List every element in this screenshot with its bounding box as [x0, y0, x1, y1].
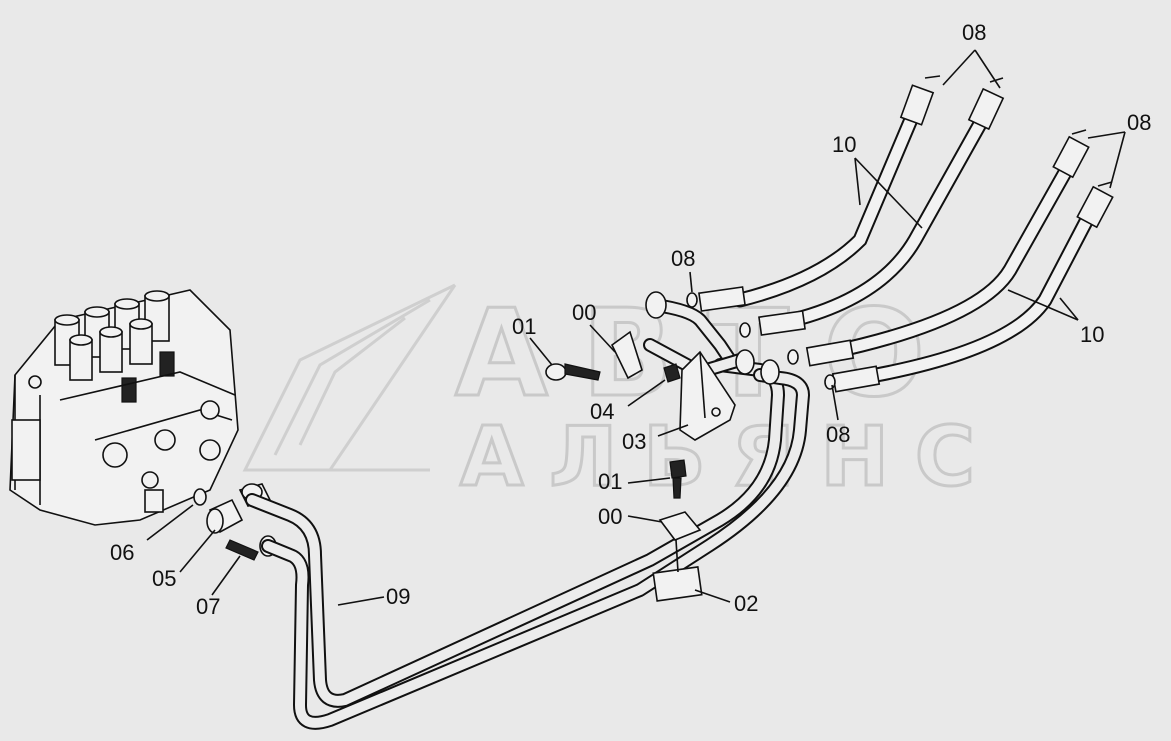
- callout-02: 02: [734, 591, 758, 616]
- callout-00-lower: 00: [598, 504, 622, 529]
- callout-10-top: 10: [832, 132, 856, 157]
- callout-05: 05: [152, 566, 176, 591]
- control-valve-assembly: [9, 289, 239, 526]
- callout-08-mid: 08: [671, 246, 695, 271]
- watermark-chevron-icon: [242, 283, 457, 472]
- callout-08-top: 08: [962, 20, 986, 45]
- callout-00-upper: 00: [572, 300, 596, 325]
- callout-labels: 08 08 10 10 08 00 01 04 03 08 01 00 02 0…: [110, 20, 1151, 619]
- o-rings: [686, 75, 1113, 390]
- callout-10-right: 10: [1080, 322, 1104, 347]
- callout-01-upper: 01: [512, 314, 536, 339]
- support-bracket: [610, 330, 736, 602]
- hose-end-fittings: [698, 84, 1114, 393]
- valve-spools: [54, 290, 170, 381]
- callout-09: 09: [386, 584, 410, 609]
- hose-assembly: [686, 75, 1114, 393]
- bolts: [545, 363, 687, 499]
- callout-08-right: 08: [1127, 110, 1151, 135]
- callout-03: 03: [622, 429, 646, 454]
- callout-06: 06: [110, 540, 134, 565]
- pipe-assembly: [245, 291, 810, 730]
- callout-07: 07: [196, 594, 220, 619]
- callout-04: 04: [590, 399, 614, 424]
- callout-08-lower: 08: [826, 422, 850, 447]
- callout-leaders: [146, 49, 1126, 606]
- callout-01-lower: 01: [598, 469, 622, 494]
